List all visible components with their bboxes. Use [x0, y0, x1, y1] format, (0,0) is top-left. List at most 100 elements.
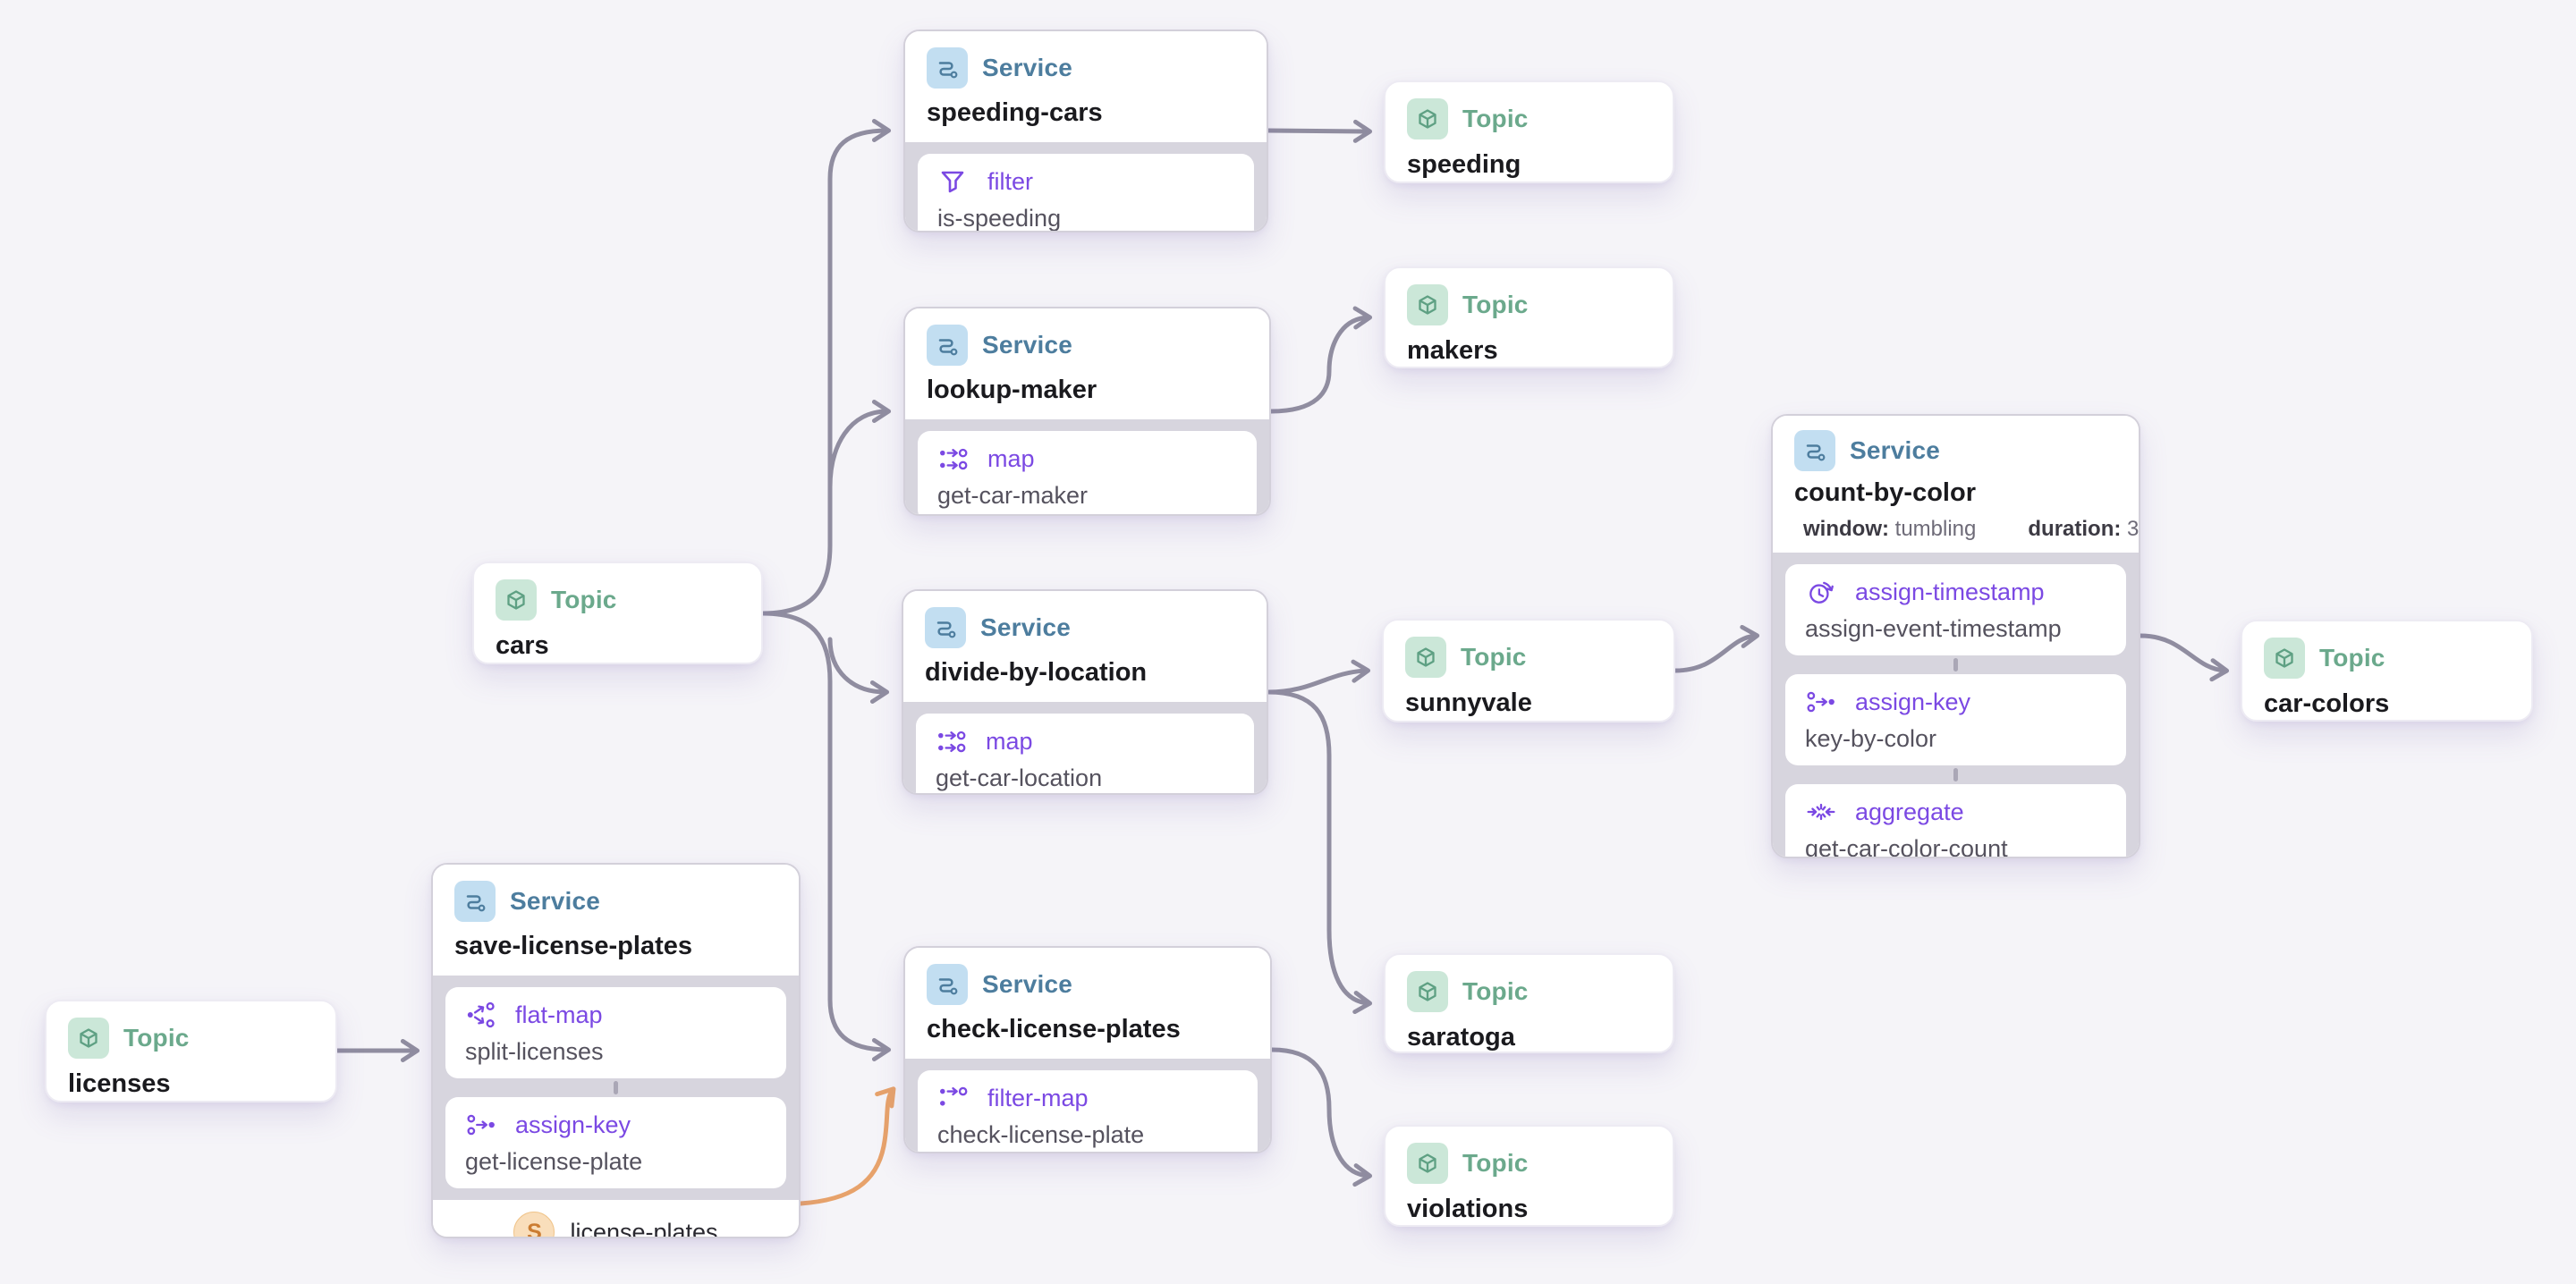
topic-node-makers[interactable]: Topic makers	[1384, 266, 1674, 368]
filter-map-icon	[937, 1081, 975, 1115]
op-name: get-car-maker	[937, 482, 1237, 510]
window-meta-row: window: tumbling duration: 30s	[1794, 517, 2117, 542]
topic-cube-icon	[1407, 971, 1448, 1012]
topic-name: sunnyvale	[1405, 688, 1652, 718]
op-name: is-speeding	[937, 205, 1234, 232]
service-name: check-license-plates	[927, 1015, 1249, 1044]
op-connector-tick	[1953, 768, 1958, 781]
operation-card-filter-map[interactable]: filter-map check-license-plate	[918, 1070, 1258, 1153]
operation-card-aggregate[interactable]: aggregate get-car-color-count	[1785, 784, 2126, 858]
op-type-label: assign-key	[1855, 688, 1970, 716]
topic-node-car-colors[interactable]: Topic car-colors	[2241, 620, 2533, 722]
topic-name: speeding	[1407, 150, 1651, 180]
node-type-label: Service	[982, 54, 1072, 82]
operation-card-assign-key[interactable]: assign-key get-license-plate	[445, 1097, 786, 1188]
edge-cars-to-lookup-maker	[830, 411, 887, 487]
service-name: lookup-maker	[927, 376, 1248, 405]
service-name: speeding-cars	[927, 98, 1245, 128]
node-type-label: Topic	[1462, 291, 1529, 319]
op-name: key-by-color	[1805, 725, 2106, 753]
edge-license-plates-store-to-filter-map	[801, 1090, 893, 1204]
topic-name: licenses	[68, 1069, 314, 1099]
op-type-label: flat-map	[515, 1001, 603, 1029]
edge-divide-by-location-to-saratoga	[1268, 692, 1368, 1003]
state-store-name: license-plates	[570, 1219, 717, 1239]
service-route-icon	[927, 325, 968, 366]
topic-node-violations[interactable]: Topic violations	[1384, 1125, 1674, 1227]
op-name: assign-event-timestamp	[1805, 615, 2106, 643]
topic-name: violations	[1407, 1195, 1651, 1224]
topic-cube-icon	[1407, 1143, 1448, 1184]
state-store-icon: S	[513, 1212, 555, 1238]
node-type-label: Service	[1850, 436, 1940, 465]
service-name: count-by-color	[1794, 478, 2117, 508]
operation-card-map[interactable]: map get-car-location	[916, 714, 1254, 795]
node-type-label: Topic	[1462, 105, 1529, 133]
op-type-label: aggregate	[1855, 798, 1964, 826]
topic-cube-icon	[2264, 638, 2305, 679]
node-type-label: Service	[980, 613, 1071, 642]
topic-node-speeding[interactable]: Topic speeding	[1384, 80, 1674, 183]
node-type-label: Topic	[123, 1024, 190, 1052]
state-store-row[interactable]: S license-plates	[433, 1200, 799, 1238]
topic-name: cars	[496, 631, 740, 661]
topic-name: car-colors	[2264, 689, 2510, 719]
operation-card-flat-map[interactable]: flat-map split-licenses	[445, 987, 786, 1078]
service-node-speeding-cars[interactable]: Service speeding-cars filter is-speeding	[903, 30, 1268, 232]
op-connector-tick	[614, 1081, 618, 1094]
operation-card-map[interactable]: map get-car-maker	[918, 431, 1257, 516]
op-type-label: assign-key	[515, 1111, 631, 1139]
operation-card-assign-timestamp[interactable]: assign-timestamp assign-event-timestamp	[1785, 564, 2126, 655]
op-name: get-car-location	[936, 764, 1234, 792]
topic-cube-icon	[1407, 284, 1448, 325]
op-name: get-license-plate	[465, 1148, 767, 1176]
topic-cube-icon	[68, 1018, 109, 1059]
aggregate-icon	[1805, 795, 1843, 829]
topic-cube-icon	[1405, 637, 1446, 678]
node-type-label: Topic	[2319, 644, 2385, 672]
service-route-icon	[1794, 430, 1835, 471]
edge-sunnyvale-to-count-by-color	[1675, 636, 1756, 671]
service-route-icon	[927, 964, 968, 1005]
op-name: check-license-plate	[937, 1121, 1238, 1149]
topic-name: makers	[1407, 336, 1651, 366]
topic-node-saratoga[interactable]: Topic saratoga	[1384, 953, 1674, 1053]
op-type-label: map	[986, 728, 1033, 756]
operation-card-assign-key[interactable]: assign-key key-by-color	[1785, 674, 2126, 765]
topic-node-sunnyvale[interactable]: Topic sunnyvale	[1382, 619, 1675, 722]
node-type-label: Topic	[1461, 643, 1527, 672]
topic-node-licenses[interactable]: Topic licenses	[45, 1000, 337, 1102]
assign-key-icon	[1805, 685, 1843, 719]
node-type-label: Topic	[1462, 1149, 1529, 1178]
edge-cars-to-divide-by-location	[830, 639, 886, 692]
service-node-save-license-plates[interactable]: Service save-license-plates flat-map spl…	[431, 863, 801, 1238]
service-name: divide-by-location	[925, 658, 1245, 688]
map-icon	[937, 442, 975, 476]
flat-map-icon	[465, 998, 503, 1032]
topic-node-cars[interactable]: Topic cars	[472, 562, 763, 664]
op-name: get-car-color-count	[1805, 835, 2106, 858]
service-route-icon	[454, 881, 496, 922]
node-type-label: Topic	[1462, 977, 1529, 1006]
service-node-lookup-maker[interactable]: Service lookup-maker map get-car-maker	[903, 307, 1271, 516]
edge-cars-to-speeding-cars	[763, 131, 887, 613]
topic-cube-icon	[496, 579, 537, 621]
service-node-check-license-plates[interactable]: Service check-license-plates filter-map …	[903, 946, 1272, 1153]
service-route-icon	[925, 607, 966, 648]
service-node-divide-by-location[interactable]: Service divide-by-location map get-car-l…	[902, 589, 1268, 795]
service-route-icon	[927, 47, 968, 89]
service-node-count-by-color[interactable]: Service count-by-color window: tumbling …	[1771, 414, 2140, 858]
window-label: window:	[1803, 517, 1889, 541]
node-type-label: Topic	[551, 586, 617, 614]
assign-key-icon	[465, 1108, 503, 1142]
op-type-label: assign-timestamp	[1855, 579, 2045, 606]
filter-icon	[937, 165, 975, 199]
op-type-label: map	[987, 445, 1035, 473]
node-type-label: Service	[982, 331, 1072, 359]
operation-card-filter[interactable]: filter is-speeding	[918, 154, 1254, 232]
node-type-label: Service	[982, 970, 1072, 999]
edge-divide-by-location-to-sunnyvale	[1268, 671, 1367, 692]
map-icon	[936, 724, 973, 758]
window-value: tumbling	[1895, 517, 1977, 541]
